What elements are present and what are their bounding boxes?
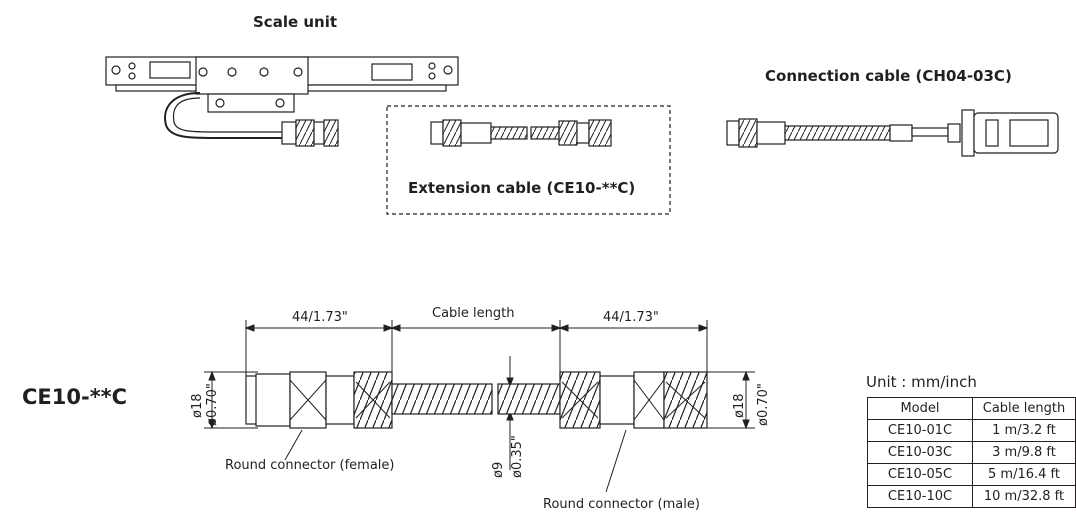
- connection-cable-drawing: [726, 109, 1059, 157]
- model-table: Model Cable length CE10-01C 1 m/3.2 ft C…: [867, 397, 1076, 508]
- female-connector-label: Round connector (female): [225, 458, 395, 473]
- extension-cable-label: Extension cable (CE10-**C): [408, 179, 636, 197]
- table-cell: 5 m/16.4 ft: [972, 463, 1076, 486]
- table-cell: CE10-01C: [867, 419, 973, 442]
- left-dia-in-label: ø0.70": [205, 383, 220, 426]
- table-row: CE10-01C 1 m/3.2 ft: [867, 419, 1076, 442]
- table-cell: 3 m/9.8 ft: [972, 441, 1076, 464]
- male-connector-label: Round connector (male): [543, 497, 700, 512]
- table-row: CE10-03C 3 m/9.8 ft: [867, 441, 1076, 464]
- right-dia-mm-label: ø18: [732, 393, 747, 419]
- table-cell: CE10-05C: [867, 463, 973, 486]
- table-row: CE10-10C 10 m/32.8 ft: [867, 485, 1076, 508]
- table-cell: 10 m/32.8 ft: [972, 485, 1076, 508]
- dimension-lines: [204, 320, 755, 493]
- extension-cable-drawing: [430, 119, 612, 147]
- table-row: CE10-05C 5 m/16.4 ft: [867, 463, 1076, 486]
- left-dia-mm-label: ø18: [190, 393, 205, 419]
- unit-label: Unit : mm/inch: [866, 373, 977, 391]
- left-length-label: 44/1.73": [292, 310, 348, 325]
- scale-unit-drawing: [105, 56, 459, 147]
- extension-cable-box: [386, 105, 671, 215]
- table-cell: CE10-10C: [867, 485, 973, 508]
- table-cell: 1 m/3.2 ft: [972, 419, 1076, 442]
- right-dia-in-label: ø0.70": [756, 383, 771, 426]
- table-header-cable-length: Cable length: [972, 397, 1076, 420]
- table-header-row: Model Cable length: [867, 397, 1076, 420]
- model-label: CE10-**C: [22, 385, 128, 409]
- connection-cable-label: Connection cable (CH04-03C): [765, 67, 1012, 85]
- right-length-label: 44/1.73": [603, 310, 659, 325]
- table-cell: CE10-03C: [867, 441, 973, 464]
- table-header-model: Model: [867, 397, 973, 420]
- scale-unit-label: Scale unit: [253, 13, 338, 31]
- cable-dia-mm-label: ø9: [491, 461, 506, 478]
- cable-length-label: Cable length: [432, 306, 515, 321]
- cable-dia-in-label: ø0.35": [510, 435, 525, 478]
- ce10-cable-drawing: [245, 371, 708, 429]
